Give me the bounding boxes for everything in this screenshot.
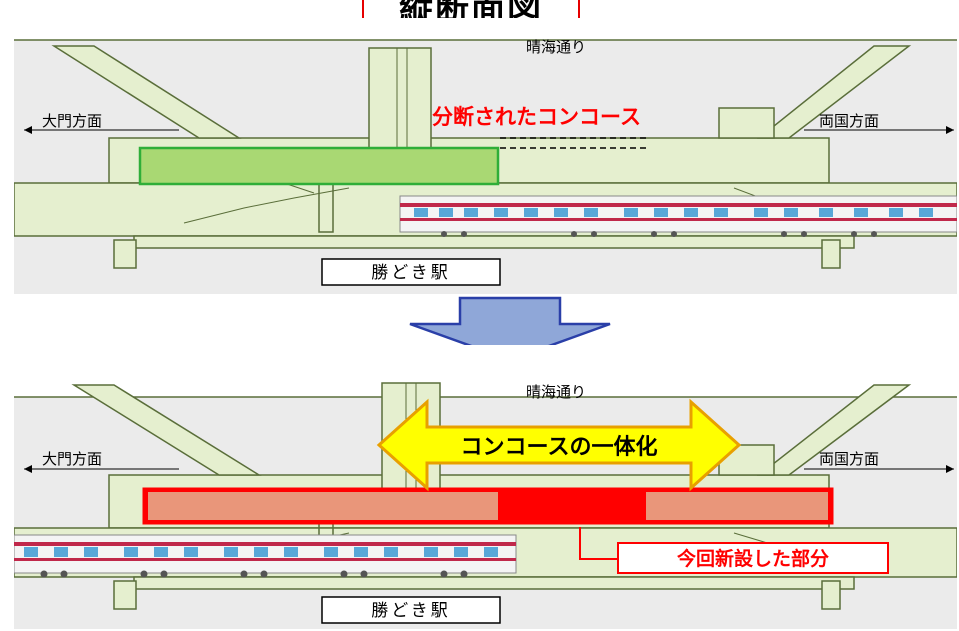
train-bottom — [14, 534, 517, 578]
unified-concourse — [142, 487, 834, 525]
integration-double-arrow-icon — [376, 398, 742, 492]
station-name: 勝どき駅 — [371, 601, 451, 621]
new-part-label: 今回新設した部分 — [676, 547, 829, 570]
right-entrance-stair — [756, 45, 912, 139]
station-name-box: 勝どき駅 — [321, 596, 501, 624]
right-entrance-stair — [756, 384, 912, 476]
left-footing — [113, 239, 137, 269]
concourse-existing-left — [148, 492, 498, 520]
street-label: 晴海通り — [526, 38, 586, 56]
sky-area — [14, 345, 957, 397]
track-bed — [133, 235, 855, 249]
station-name: 勝どき駅 — [371, 263, 451, 283]
concourse-existing-green — [138, 146, 500, 186]
left-direction-label: 大門方面 — [42, 450, 102, 468]
diagram-title-text: 縦断面図 — [399, 0, 543, 22]
callout-leader-line — [579, 527, 618, 560]
right-direction-indicator: 両国方面 — [804, 450, 954, 473]
left-entrance-stair — [51, 45, 242, 139]
integration-label: コンコースの一体化 — [461, 434, 658, 460]
concourse-existing-right — [646, 492, 828, 520]
track-bed — [133, 576, 855, 590]
left-footing — [113, 580, 137, 610]
train-top — [399, 195, 957, 237]
left-entrance-stair — [71, 384, 262, 476]
right-direction-label: 両国方面 — [819, 450, 879, 468]
divided-concourse-annotation: 分断されたコンコース — [432, 105, 641, 129]
street-label: 晴海通り — [526, 383, 586, 401]
left-direction-indicator: 大門方面 — [24, 450, 179, 473]
right-direction-label: 両国方面 — [819, 112, 879, 130]
left-direction-indicator: 大門方面 — [24, 112, 179, 134]
sky-area — [14, 18, 957, 40]
right-footing — [821, 239, 841, 269]
right-upper-block — [718, 107, 775, 139]
left-direction-label: 大門方面 — [42, 112, 102, 130]
bottom-section-panel: 晴海通り 大門方面 両国方面 コンコースの一体化 今回新設した部分 勝どき駅 — [14, 345, 957, 629]
stair-platform-left — [183, 187, 350, 224]
right-footing — [821, 580, 841, 610]
transition-down-arrow-icon — [409, 296, 611, 362]
station-name-box: 勝どき駅 — [321, 258, 501, 286]
new-part-callout: 今回新設した部分 — [617, 542, 889, 574]
right-direction-indicator: 両国方面 — [804, 112, 954, 134]
top-section-panel: 晴海通り 大門方面 両国方面 分断されたコンコース 勝どき駅 — [14, 18, 957, 294]
concourse-new-section — [500, 492, 644, 520]
